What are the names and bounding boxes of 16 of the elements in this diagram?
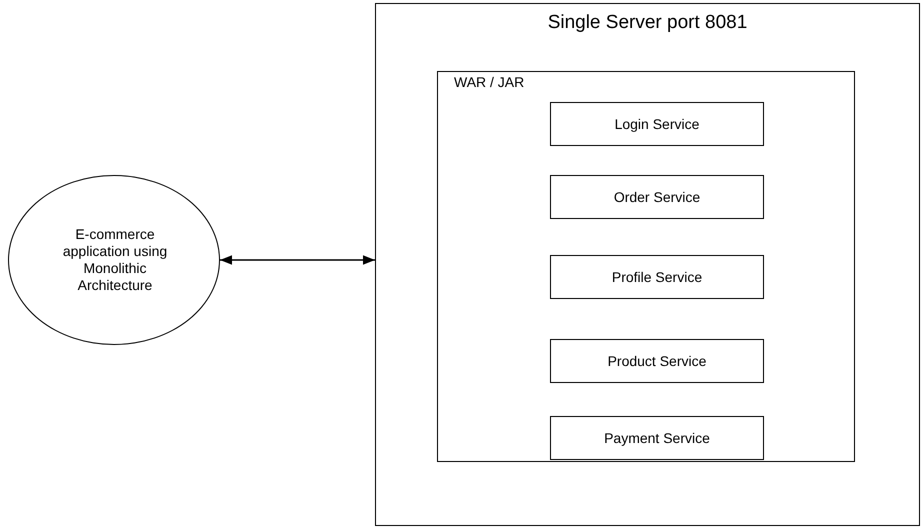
package-box	[437, 71, 855, 462]
service-box	[550, 416, 764, 460]
node-label: WAR / JAR	[454, 74, 524, 90]
service-box	[550, 175, 764, 219]
node-label: Payment Service	[603, 430, 711, 446]
service-box	[550, 255, 764, 299]
arrow	[220, 255, 375, 265]
server-box	[375, 3, 920, 526]
node-label: Order Service	[612, 189, 702, 205]
node-label: Product Service	[606, 353, 708, 369]
service-box	[550, 339, 764, 383]
node-label: Single Server port 8081	[546, 12, 748, 34]
node-label: Login Service	[614, 116, 700, 132]
node-label: Profile Service	[610, 269, 704, 285]
node-label: E-commerce application using Monolithic Architecture	[62, 226, 168, 294]
service-box	[550, 102, 764, 146]
